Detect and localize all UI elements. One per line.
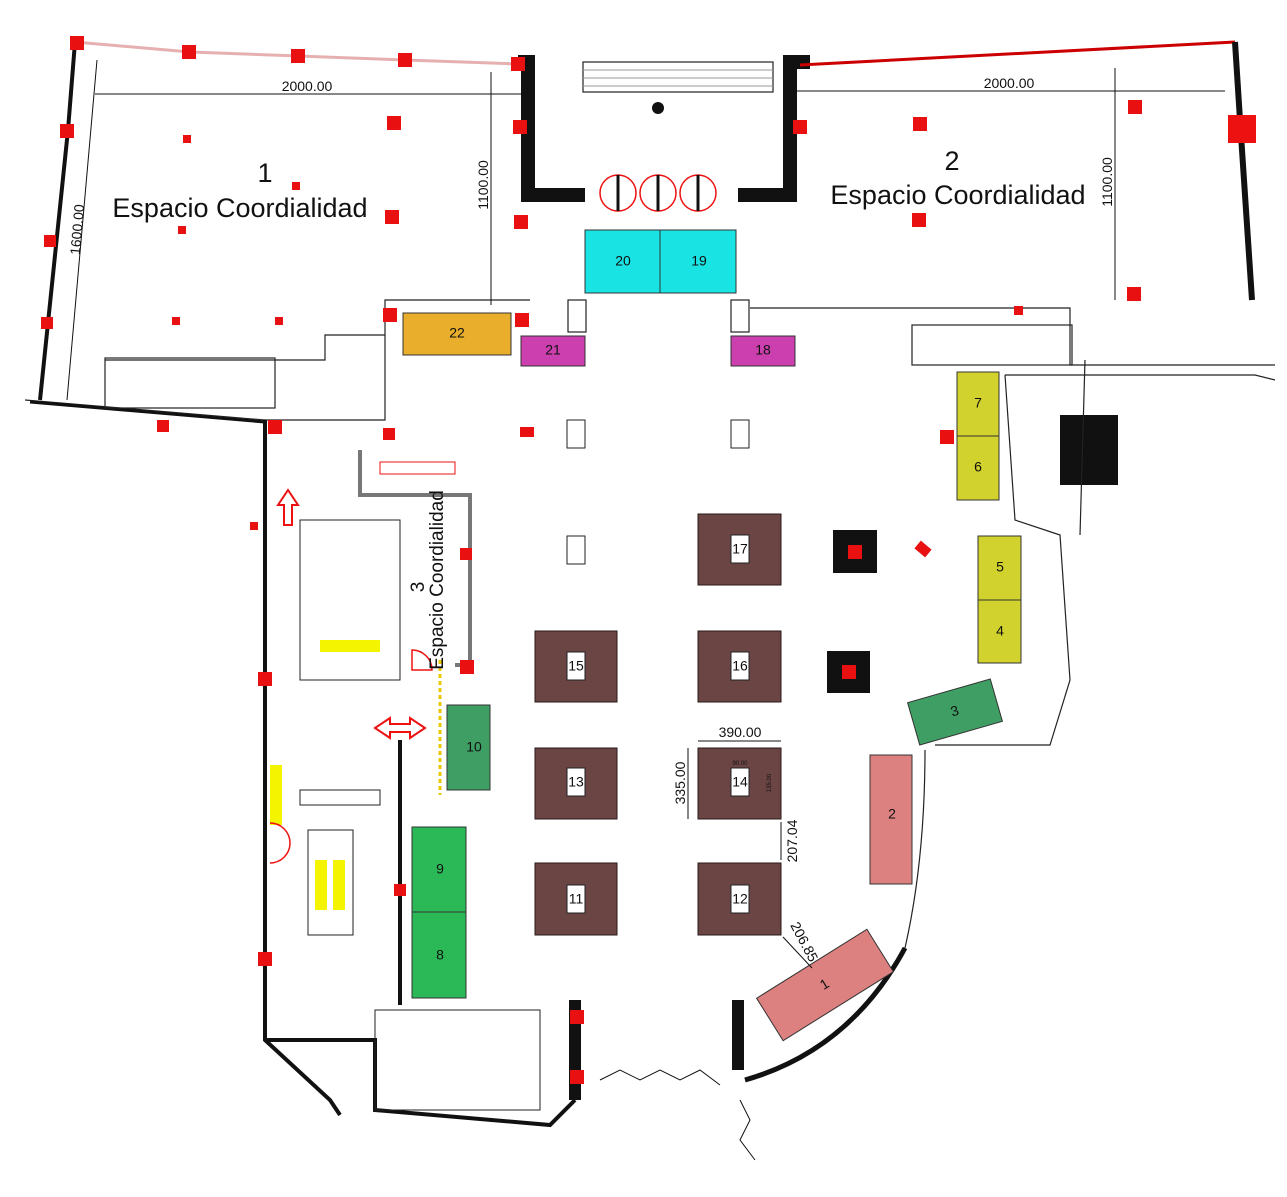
booth-label: 19: [691, 253, 707, 269]
booth-4[interactable]: 4: [977, 599, 1022, 664]
area-3-kitchen: [269, 450, 541, 1111]
booth-8[interactable]: 8: [411, 911, 467, 999]
booth-label: 15: [568, 658, 584, 674]
booth-label: 21: [545, 342, 561, 358]
area-2-number: 2: [944, 146, 959, 176]
booth-2[interactable]: 2: [869, 754, 913, 885]
entrance-walls: [518, 55, 810, 333]
booth-label: 4: [996, 623, 1004, 639]
booth-label: 11: [569, 891, 584, 907]
dimension-label: 1600.00: [67, 203, 87, 255]
booth-16[interactable]: 16: [697, 630, 782, 703]
booth-7[interactable]: 7: [956, 371, 1000, 437]
booth-21[interactable]: 21: [520, 335, 586, 367]
dimension-label: 90.00: [732, 761, 748, 767]
dimension-label: 206.85: [787, 919, 821, 965]
booth-label: 14: [732, 774, 748, 790]
dimension-label: 2000.00: [984, 75, 1035, 91]
booth-10[interactable]: 10: [446, 704, 491, 791]
booth-label: 12: [732, 891, 748, 907]
booth-18[interactable]: 18: [730, 335, 796, 367]
booth-6[interactable]: 6: [956, 435, 1000, 501]
booth-17[interactable]: 17: [697, 513, 782, 586]
dimension-label: 207.04: [784, 819, 800, 862]
booth-3[interactable]: 3: [906, 678, 1004, 746]
booth-label: 7: [974, 395, 982, 411]
booth-20[interactable]: 20: [584, 229, 661, 294]
booth-label: 20: [615, 253, 631, 269]
north-point-icon: [652, 102, 664, 114]
booth-label: 2: [888, 806, 896, 822]
dimension-lines: [66, 59, 1225, 969]
booth-label: 6: [974, 459, 982, 475]
area-2-walls: [750, 40, 1276, 485]
empty-stands: [566, 419, 750, 565]
booth-label: 18: [755, 342, 771, 358]
booth-label: 8: [436, 947, 444, 963]
dimension-label: 2000.00: [282, 78, 333, 94]
booth-label: 9: [436, 861, 444, 877]
booth-15[interactable]: 15: [534, 630, 618, 703]
booth-9[interactable]: 9: [411, 826, 467, 913]
booth-12[interactable]: 12: [697, 862, 782, 936]
booth-14[interactable]: 14: [697, 747, 782, 820]
booth-label: 22: [449, 325, 465, 341]
dimension-label: 135.00: [767, 773, 773, 792]
booth-11[interactable]: 11: [534, 862, 618, 936]
dimension-label: 335.00: [672, 761, 688, 804]
dimension-label: 390.00: [719, 724, 762, 740]
booth-13[interactable]: 13: [534, 747, 618, 820]
area-3-title: Espacio Coordialidad: [427, 490, 448, 670]
column-markers: [41, 36, 1142, 1084]
area-3-number: 3: [408, 582, 429, 593]
area-2-title: Espacio Coordialidad: [830, 180, 1085, 210]
booth-1[interactable]: 1: [755, 928, 895, 1042]
revolving-doors: [599, 174, 717, 212]
area-1-walls: [24, 40, 530, 424]
area-1-title: Espacio Coordialidad: [112, 193, 367, 223]
booth-5[interactable]: 5: [977, 535, 1022, 601]
booth-label: 16: [732, 658, 748, 674]
booth-19[interactable]: 19: [659, 229, 737, 294]
booth-22[interactable]: 22: [402, 312, 512, 356]
booth-label: 17: [732, 541, 748, 557]
booth-label: 5: [996, 559, 1004, 575]
booth-label: 10: [466, 739, 482, 755]
booth-label: 13: [568, 774, 584, 790]
dimension-label: 1100.00: [1099, 157, 1115, 207]
dimension-label: 1100.00: [475, 160, 491, 210]
area-1-number: 1: [257, 158, 272, 188]
hall-walls: [263, 359, 1086, 1161]
